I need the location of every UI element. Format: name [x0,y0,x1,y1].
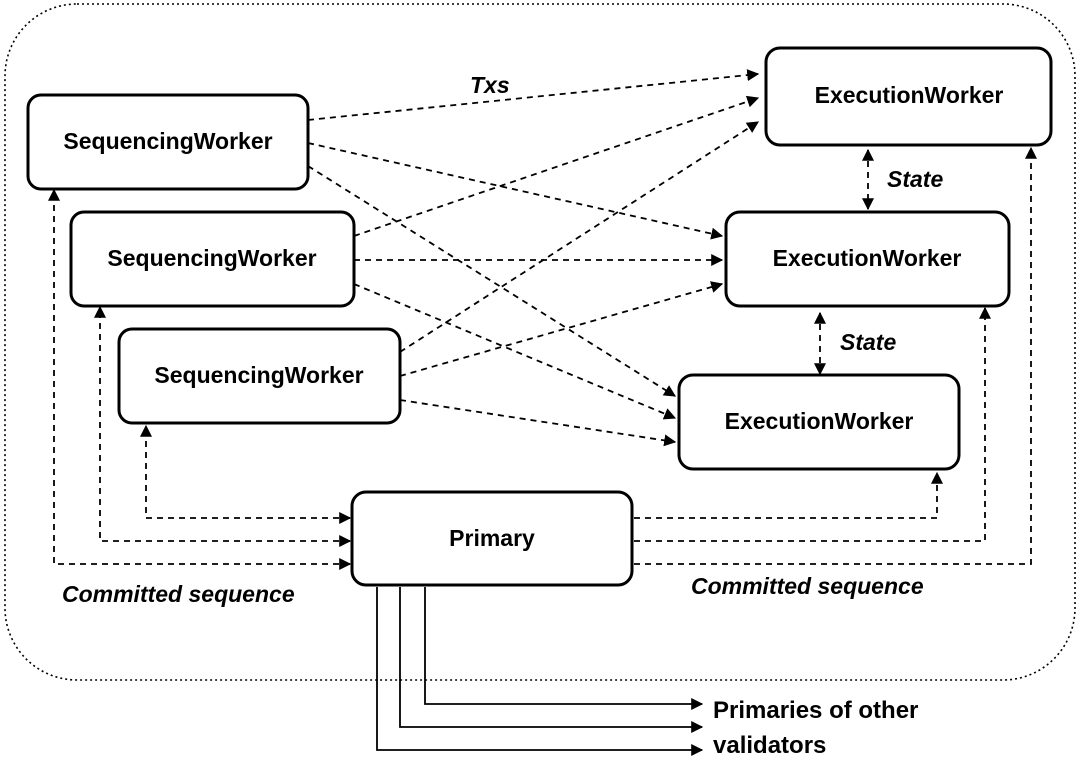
committed-sequence-label-left: Committed sequence [62,581,295,607]
edge-seq2-exec1 [353,95,760,237]
edge-primary-exec3 [634,471,943,519]
edge-primary-other-1 [424,587,704,710]
committed-sequence-right-edges [634,146,1037,565]
execution-worker-3: ExecutionWorker [677,373,961,471]
txs-edges [307,69,760,447]
sequencing-worker-3: SequencingWorker [117,327,402,425]
sequencing-worker-1-label: SequencingWorker [63,128,272,154]
state-label-bottom: State [840,329,896,355]
primaries-label-line2: validators [713,732,826,759]
sequencing-worker-3-label: SequencingWorker [154,362,363,388]
edge-seq3-exec2 [399,281,724,377]
edge-primary-exec2 [634,306,991,542]
edge-seq3-exec3 [399,399,677,447]
execution-worker-2-label: ExecutionWorker [773,245,962,271]
edge-primary-seq3 [140,424,352,524]
primaries-label-line1: Primaries of other [713,697,918,724]
edge-primary-other-2 [399,587,704,733]
execution-worker-3-label: ExecutionWorker [725,408,914,434]
edge-primary-other-3 [376,587,704,756]
primary-broadcast-edges [376,587,704,756]
edge-seq1-exec1 [307,69,760,121]
sequencing-worker-2: SequencingWorker [69,210,356,308]
primary-label: Primary [449,525,535,551]
sequencing-worker-1: SequencingWorker [26,93,310,191]
execution-worker-1: ExecutionWorker [764,46,1053,147]
committed-sequence-left-edges [48,188,352,570]
edge-seq1-exec2 [307,142,724,240]
edge-seq3-exec1 [399,121,760,353]
validator-boundary [4,3,1076,681]
txs-label: Txs [470,72,510,98]
edge-seq2-exec3 [353,283,677,420]
primary-node: Primary [350,490,634,587]
execution-worker-2: ExecutionWorker [724,210,1011,308]
edge-primary-exec1 [634,146,1037,565]
execution-worker-1-label: ExecutionWorker [815,82,1004,108]
sequencing-worker-2-label: SequencingWorker [107,245,316,271]
state-label-top: State [887,166,943,192]
committed-sequence-label-right: Committed sequence [691,573,924,599]
